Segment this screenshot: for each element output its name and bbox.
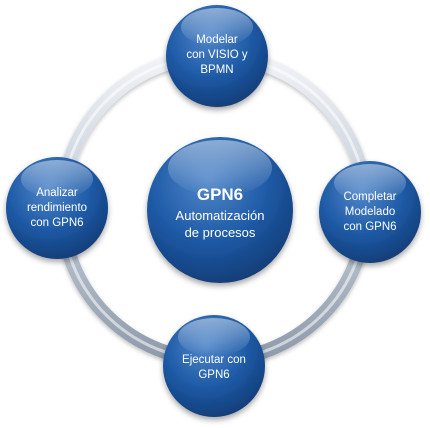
node-modelar-line-1: Modelar bbox=[196, 34, 238, 46]
center-title: GPN6 bbox=[197, 185, 243, 204]
node-ejecutar-line-2: GPN6 bbox=[198, 369, 229, 381]
node-completar bbox=[319, 161, 421, 263]
node-ejecutar-line-1: Ejecutar con bbox=[182, 354, 246, 366]
center-node bbox=[147, 137, 293, 283]
node-ejecutar bbox=[163, 315, 265, 417]
node-modelar bbox=[166, 5, 268, 107]
center-line-2: de procesos bbox=[185, 225, 256, 240]
node-analizar-line-2: rendimiento bbox=[27, 202, 87, 214]
center-line-1: Automatización bbox=[176, 208, 265, 223]
node-analizar-line-3: con GPN6 bbox=[30, 217, 83, 229]
node-completar-line-2: Modelado bbox=[345, 206, 396, 218]
node-analizar-line-1: Analizar bbox=[36, 187, 78, 199]
node-completar-line-1: Completar bbox=[343, 191, 396, 203]
node-completar-line-3: con GPN6 bbox=[343, 221, 396, 233]
node-modelar-line-2: con VISIO y bbox=[186, 49, 248, 61]
node-analizar bbox=[6, 157, 108, 259]
node-modelar-line-3: BPMN bbox=[200, 64, 233, 76]
